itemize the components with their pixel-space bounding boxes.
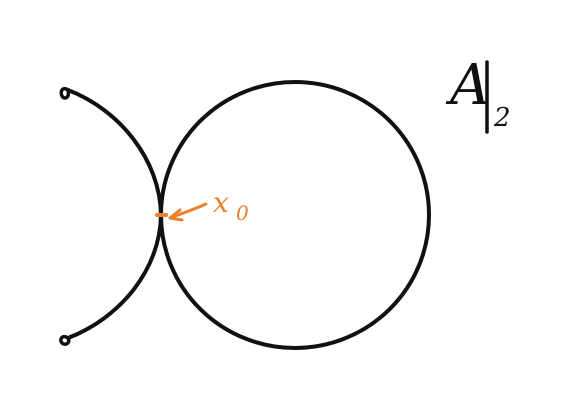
left-arc-top-end-loop: [59, 86, 71, 100]
pointer-arrowhead: [168, 208, 184, 222]
right-circle: [159, 80, 431, 350]
left-arc-bottom-end-loop: [59, 334, 71, 346]
pointer-arrow: [168, 202, 208, 220]
space-label: A: [445, 53, 490, 118]
point-label-subscript: 0: [236, 201, 249, 225]
left-arc: [66, 88, 164, 340]
point-label: x: [213, 186, 229, 219]
space-label-subscript: 2: [493, 103, 511, 133]
